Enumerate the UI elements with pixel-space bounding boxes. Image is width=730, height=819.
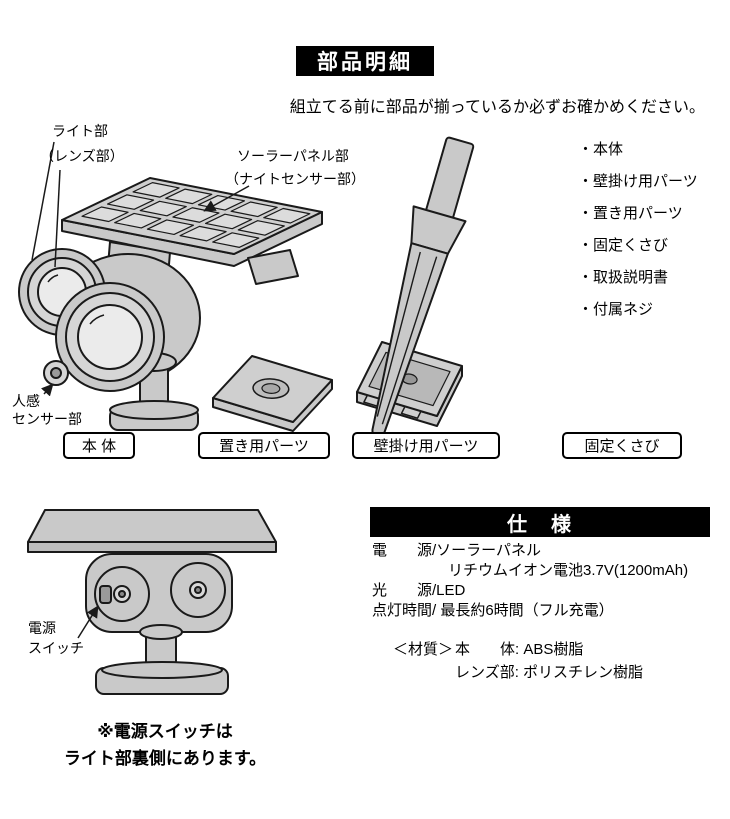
materials-heading: ＜材質＞ xyxy=(393,641,454,658)
light-part-leader xyxy=(31,141,55,261)
back-stem-collar xyxy=(139,624,183,640)
power-switch-arrow xyxy=(77,605,99,639)
back-view-illustration xyxy=(27,509,277,695)
checklist-item: ・壁掛け用パーツ xyxy=(578,173,698,190)
checklist-item: ・置き用パーツ xyxy=(578,205,683,222)
spec-light-source: 光 源/LED xyxy=(372,582,466,599)
back-base-top xyxy=(101,661,223,679)
back-view-diagram xyxy=(27,509,277,695)
parts-diagram xyxy=(0,118,730,474)
label-light-part: ライト部 xyxy=(52,123,108,139)
spec-battery: リチウムイオン電池3.7V(1200mAh) xyxy=(448,562,689,579)
label-lens-part: （レンズ部） xyxy=(40,148,124,164)
spec-banner-title: 仕 様 xyxy=(507,513,573,536)
checklist-item: ・固定くさび xyxy=(578,237,669,254)
stand-base-top xyxy=(109,400,199,420)
spec-duration: 点灯時間/ 最長約6時間（フル充電） xyxy=(372,602,614,619)
partbox-wall-part: 壁掛け用パーツ xyxy=(352,432,500,459)
partbox-placing-part: 置き用パーツ xyxy=(198,432,330,459)
label-solar-panel: ソーラーパネル部 xyxy=(237,148,349,164)
lens-part-leader xyxy=(54,169,61,268)
material-lens: レンズ部: ポリスチレン樹脂 xyxy=(455,664,644,681)
partbox-stake: 固定くさび xyxy=(562,432,682,459)
label-power-switch: 電源 スイッチ xyxy=(28,620,84,656)
spec-banner: 仕 様 xyxy=(370,507,710,537)
label-night-sensor: （ナイトセンサー部） xyxy=(225,171,365,187)
lamp-back-left xyxy=(94,566,150,622)
motion-sensor xyxy=(43,360,69,386)
main-unit-illustration xyxy=(19,178,322,431)
checklist-item: ・本体 xyxy=(578,141,624,158)
panel-lip xyxy=(27,541,277,553)
parts-banner: 部品明細 xyxy=(296,46,434,76)
motion-sensor-arrow xyxy=(41,383,54,397)
front-lamp xyxy=(55,282,165,392)
checklist-item: ・付属ネジ xyxy=(578,301,654,318)
power-switch-note: ※電源スイッチは ライト部裏側にあります。 xyxy=(63,722,267,768)
parts-banner-title: 部品明細 xyxy=(317,51,413,74)
material-body: 本 体: ABS樹脂 xyxy=(455,641,584,658)
placing-part-illustration xyxy=(213,356,332,431)
checklist-item: ・取扱説明書 xyxy=(578,269,669,286)
partbox-main-body: 本 体 xyxy=(63,432,135,459)
spec-list: 電 源/ソーラーパネル リチウムイオン電池3.7V(1200mAh) 光 源/L… xyxy=(372,541,688,621)
spec-materials: ＜材質＞ 本 体: ABS樹脂 レンズ部: ポリスチレン樹脂 xyxy=(393,638,643,684)
leader-lines xyxy=(31,141,250,397)
spec-power-source: 電 源/ソーラーパネル xyxy=(372,542,542,559)
solar-panel-arrow xyxy=(203,185,250,212)
panel-underside xyxy=(27,509,277,543)
power-switch xyxy=(99,585,112,604)
parts-checklist: ・本体 ・壁掛け用パーツ ・置き用パーツ ・固定くさび ・取扱説明書 ・付属ネジ xyxy=(578,134,698,326)
lamp-back-right xyxy=(170,562,226,618)
label-motion-sensor: 人感 センサー部 xyxy=(12,393,82,427)
panel-bracket xyxy=(247,249,299,285)
intro-text: 組立てる前に部品が揃っているか必ずお確かめください。 xyxy=(289,99,705,116)
solar-panel xyxy=(62,178,322,254)
